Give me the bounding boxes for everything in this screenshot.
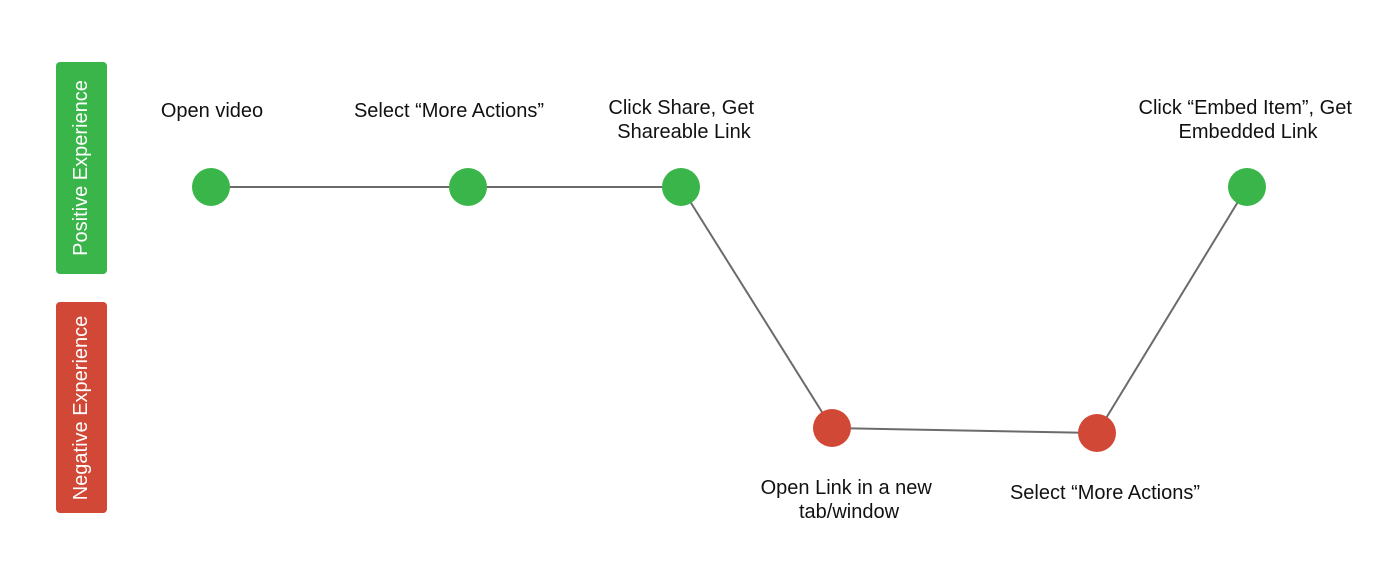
step-label-3-line-1: Click Share, Get [608, 97, 754, 119]
connector-3-4 [680, 186, 833, 429]
step-label-3-line-2: Shareable Link [617, 121, 751, 143]
step-node-4 [813, 409, 851, 447]
step-label-6-line-2: Embedded Link [1179, 121, 1319, 143]
journey-nodes [192, 168, 1266, 452]
band-positive-bg [56, 62, 107, 274]
band-negative-label: Negative Experience [70, 316, 92, 501]
step-label-4-line-1: Open Link in a new [761, 477, 933, 499]
step-label-5-line-1: Select “More Actions” [1010, 482, 1200, 504]
step-node-3 [662, 168, 700, 206]
band-negative-bg [56, 302, 107, 513]
step-label-6: Click “Embed Item”, Get Embedded Link [1139, 97, 1358, 143]
band-negative: Negative Experience [56, 302, 107, 513]
step-label-1-line-1: Open video [161, 100, 263, 122]
step-label-4: Open Link in a new tab/window [761, 477, 938, 523]
step-node-2 [449, 168, 487, 206]
band-positive: Positive Experience [56, 62, 107, 274]
step-node-5 [1078, 414, 1116, 452]
connector-4-5 [831, 427, 1098, 434]
step-label-5: Select “More Actions” [1010, 482, 1200, 504]
step-node-1 [192, 168, 230, 206]
journey-labels: Open video Select “More Actions” Click S… [161, 97, 1358, 523]
step-label-4-line-2: tab/window [799, 501, 900, 523]
step-label-6-line-1: Click “Embed Item”, Get [1139, 97, 1353, 119]
step-label-2-line-1: Select “More Actions” [354, 100, 544, 122]
step-label-2: Select “More Actions” [354, 100, 544, 122]
journey-connectors [211, 186, 1248, 434]
step-label-1: Open video [161, 100, 263, 122]
connector-5-6 [1096, 186, 1248, 434]
step-node-6 [1228, 168, 1266, 206]
step-label-3: Click Share, Get Shareable Link [608, 97, 759, 143]
band-positive-label: Positive Experience [70, 80, 92, 256]
